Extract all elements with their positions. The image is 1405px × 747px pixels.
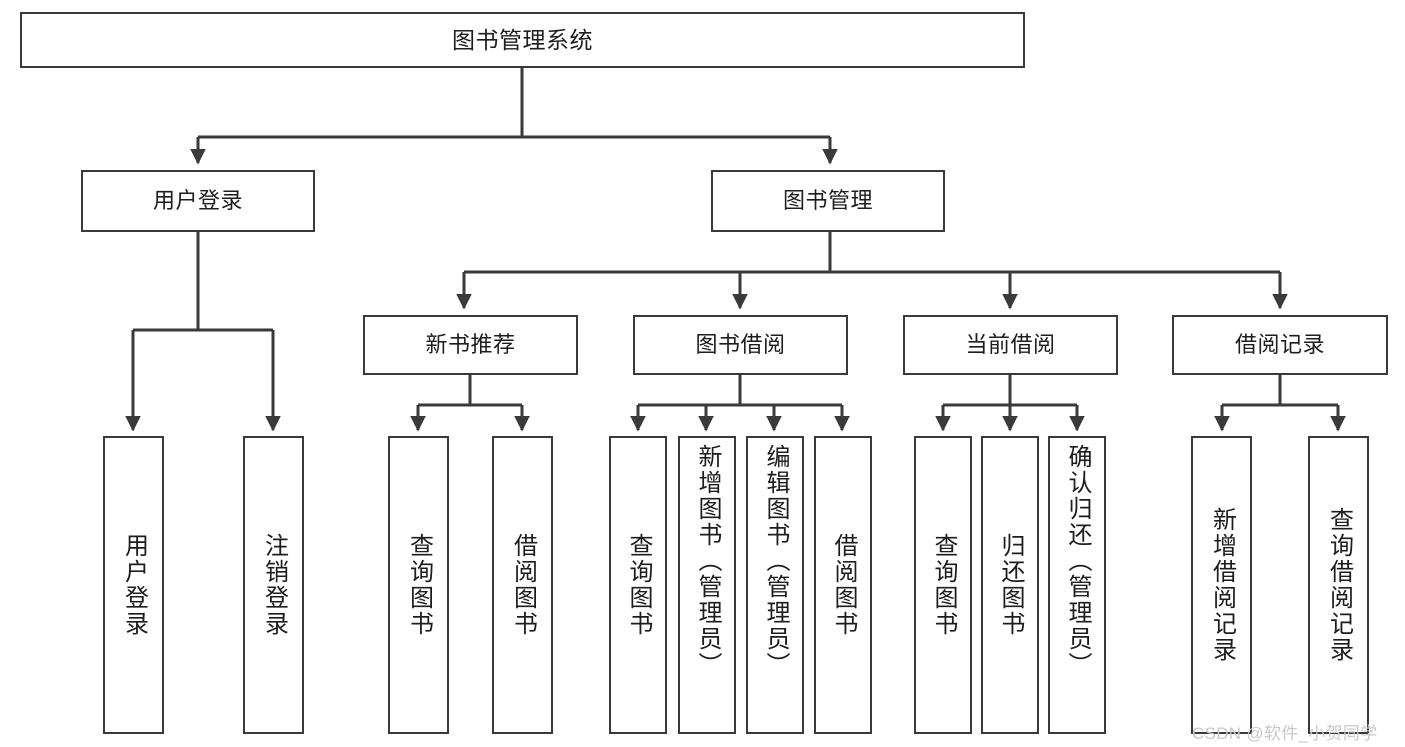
watermark: CSDN @软件_小贺同学 — [1192, 724, 1378, 743]
node-label: 查询图书 — [930, 533, 957, 637]
node-root-system[interactable]: 图书管理系统 — [20, 12, 1025, 68]
node-label: 新增图书（管理员） — [694, 444, 721, 678]
leaf-new-book-query[interactable]: 查询图书 — [388, 436, 449, 734]
leaf-book-borrow-borrow[interactable]: 借阅图书 — [814, 436, 872, 734]
node-label: 图书借阅 — [695, 332, 786, 358]
leaf-current-borrow-query[interactable]: 查询图书 — [914, 436, 972, 734]
node-book-borrow[interactable]: 图书借阅 — [633, 315, 848, 375]
leaf-book-borrow-edit[interactable]: 编辑图书（管理员） — [746, 436, 804, 734]
node-book-manage[interactable]: 图书管理 — [711, 170, 945, 232]
node-label: 新增借阅记录 — [1208, 507, 1236, 663]
node-label: 借阅图书 — [830, 533, 857, 637]
leaf-borrow-record-query[interactable]: 查询借阅记录 — [1308, 436, 1369, 734]
node-borrow-record[interactable]: 借阅记录 — [1172, 315, 1388, 375]
node-label: 用户登录 — [152, 188, 243, 214]
leaf-user-login-login[interactable]: 用户登录 — [103, 436, 164, 734]
node-label: 编辑图书（管理员） — [762, 444, 789, 678]
node-label: 归还图书 — [997, 533, 1024, 637]
leaf-borrow-record-add[interactable]: 新增借阅记录 — [1191, 436, 1252, 734]
leaf-user-login-logout[interactable]: 注销登录 — [243, 436, 304, 734]
node-label: 查询图书 — [625, 533, 652, 637]
node-label: 确认归还（管理员） — [1064, 444, 1091, 678]
leaf-new-book-borrow[interactable]: 借阅图书 — [492, 436, 553, 734]
node-label: 用户登录 — [120, 533, 148, 637]
node-label: 借阅记录 — [1234, 332, 1325, 358]
node-label: 注销登录 — [260, 533, 288, 637]
node-current-borrow[interactable]: 当前借阅 — [903, 315, 1118, 375]
node-user-login[interactable]: 用户登录 — [81, 170, 315, 232]
leaf-current-borrow-confirm[interactable]: 确认归还（管理员） — [1048, 436, 1106, 734]
leaf-current-borrow-return[interactable]: 归还图书 — [981, 436, 1039, 734]
node-label: 图书管理系统 — [452, 26, 593, 53]
node-label: 借阅图书 — [509, 533, 537, 637]
node-label: 新书推荐 — [425, 332, 516, 358]
leaf-book-borrow-query[interactable]: 查询图书 — [609, 436, 667, 734]
node-label: 当前借阅 — [965, 332, 1056, 358]
node-label: 查询图书 — [405, 533, 433, 637]
leaf-book-borrow-add[interactable]: 新增图书（管理员） — [678, 436, 736, 734]
node-new-book-recommend[interactable]: 新书推荐 — [363, 315, 578, 375]
node-label: 图书管理 — [782, 188, 873, 214]
node-label: 查询借阅记录 — [1325, 507, 1353, 663]
